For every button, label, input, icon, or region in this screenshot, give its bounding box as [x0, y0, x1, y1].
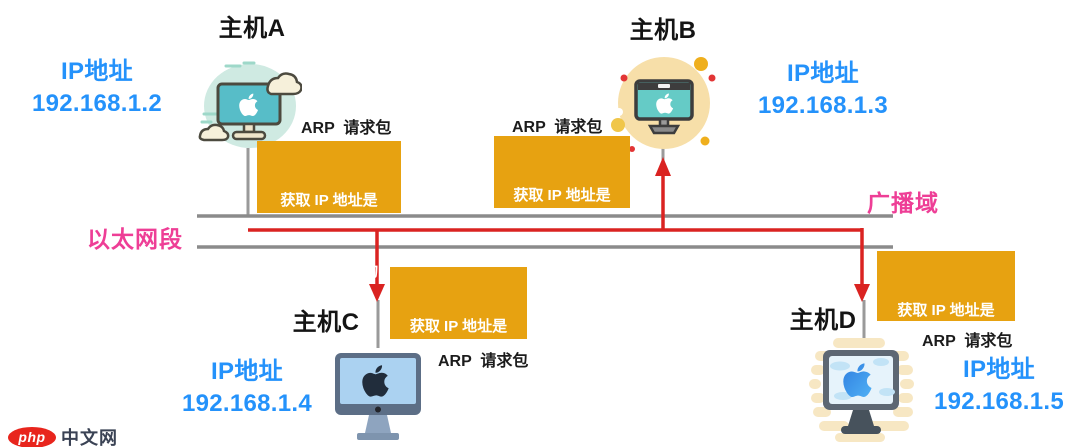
host-d-ip-label: IP地址 [963, 356, 1035, 383]
ethernet-segment-label: 以太网段 [87, 226, 183, 252]
arrowhead-to-b [655, 157, 671, 176]
packet-line: 192.168.1.3 的 [512, 257, 612, 275]
host-a-arp-packet-box: 获取 IP 地址是 192.168.1.3 的 MAC 地址 [257, 141, 401, 350]
host-a-computer-icon [198, 61, 302, 148]
host-c-title: 主机C [292, 309, 360, 336]
packet-line: 获取 IP 地址是 [280, 192, 378, 209]
host-c-ip-value: 192.168.1.4 [181, 390, 313, 417]
php-logo-icon: php [8, 426, 56, 447]
host-b-computer-icon [611, 57, 716, 152]
host-d-arp-label: ARP 请求包 [922, 333, 1013, 350]
packet-line: 获取 IP 地址是 [513, 187, 611, 204]
host-b-arp-label: ARP 请求包 [512, 119, 603, 136]
host-b-title: 主机B [629, 17, 697, 44]
host-a-ip-label: IP地址 [61, 58, 133, 85]
host-a-ip-value: 192.168.1.2 [31, 90, 163, 117]
packet-line: 192.168.1.3 的 [409, 388, 508, 406]
host-a-ip-block: IP地址 192.168.1.2 [12, 56, 182, 120]
host-d-computer-icon [809, 338, 914, 442]
host-c-ip-label: IP地址 [211, 358, 283, 385]
host-b-ip-value: 192.168.1.3 [757, 92, 889, 119]
php-site-watermark: php 中文网 [8, 424, 118, 447]
packet-line: 192.168.1.3 的 [279, 262, 379, 280]
arrowhead-to-c [369, 284, 385, 302]
host-b-ip-block: IP地址 192.168.1.3 [738, 58, 908, 122]
host-d-title: 主机D [789, 307, 857, 334]
host-a-title: 主机A [218, 15, 286, 42]
host-b-arp-packet-box: 获取 IP 地址是 192.168.1.3 的 MAC 地址 [494, 136, 630, 345]
packet-line: 获取 IP 地址是 [409, 318, 508, 335]
host-d-ip-block: IP地址 192.168.1.5 [918, 354, 1080, 418]
host-c-arp-packet-box: 获取 IP 地址是 192.168.1.3 的 MAC 地址 [390, 267, 527, 406]
packet-line: MAC 地址 [527, 328, 597, 345]
packet-line: 获取 IP 地址是 [897, 302, 995, 319]
host-d-ip-value: 192.168.1.5 [933, 388, 1065, 415]
host-b-ip-label: IP地址 [787, 60, 859, 87]
host-c-arp-label: ARP 请求包 [438, 353, 529, 370]
broadcast-domain-label: 广播域 [867, 190, 939, 216]
watermark-site-text: 中文网 [61, 428, 118, 447]
packet-line: 192.168.1.3 的 [896, 372, 996, 390]
host-c-ip-block: IP地址 192.168.1.4 [162, 356, 332, 420]
arrowhead-to-d [854, 284, 870, 302]
host-a-arp-label: ARP 请求包 [301, 120, 392, 137]
packet-line: MAC 地址 [877, 440, 1015, 447]
packet-line: MAC 地址 [294, 333, 364, 350]
host-d-arp-packet-box: 获取 IP 地址是 192.168.1.3 的 MAC 地址 [877, 251, 1015, 447]
host-c-computer-icon [335, 353, 421, 440]
